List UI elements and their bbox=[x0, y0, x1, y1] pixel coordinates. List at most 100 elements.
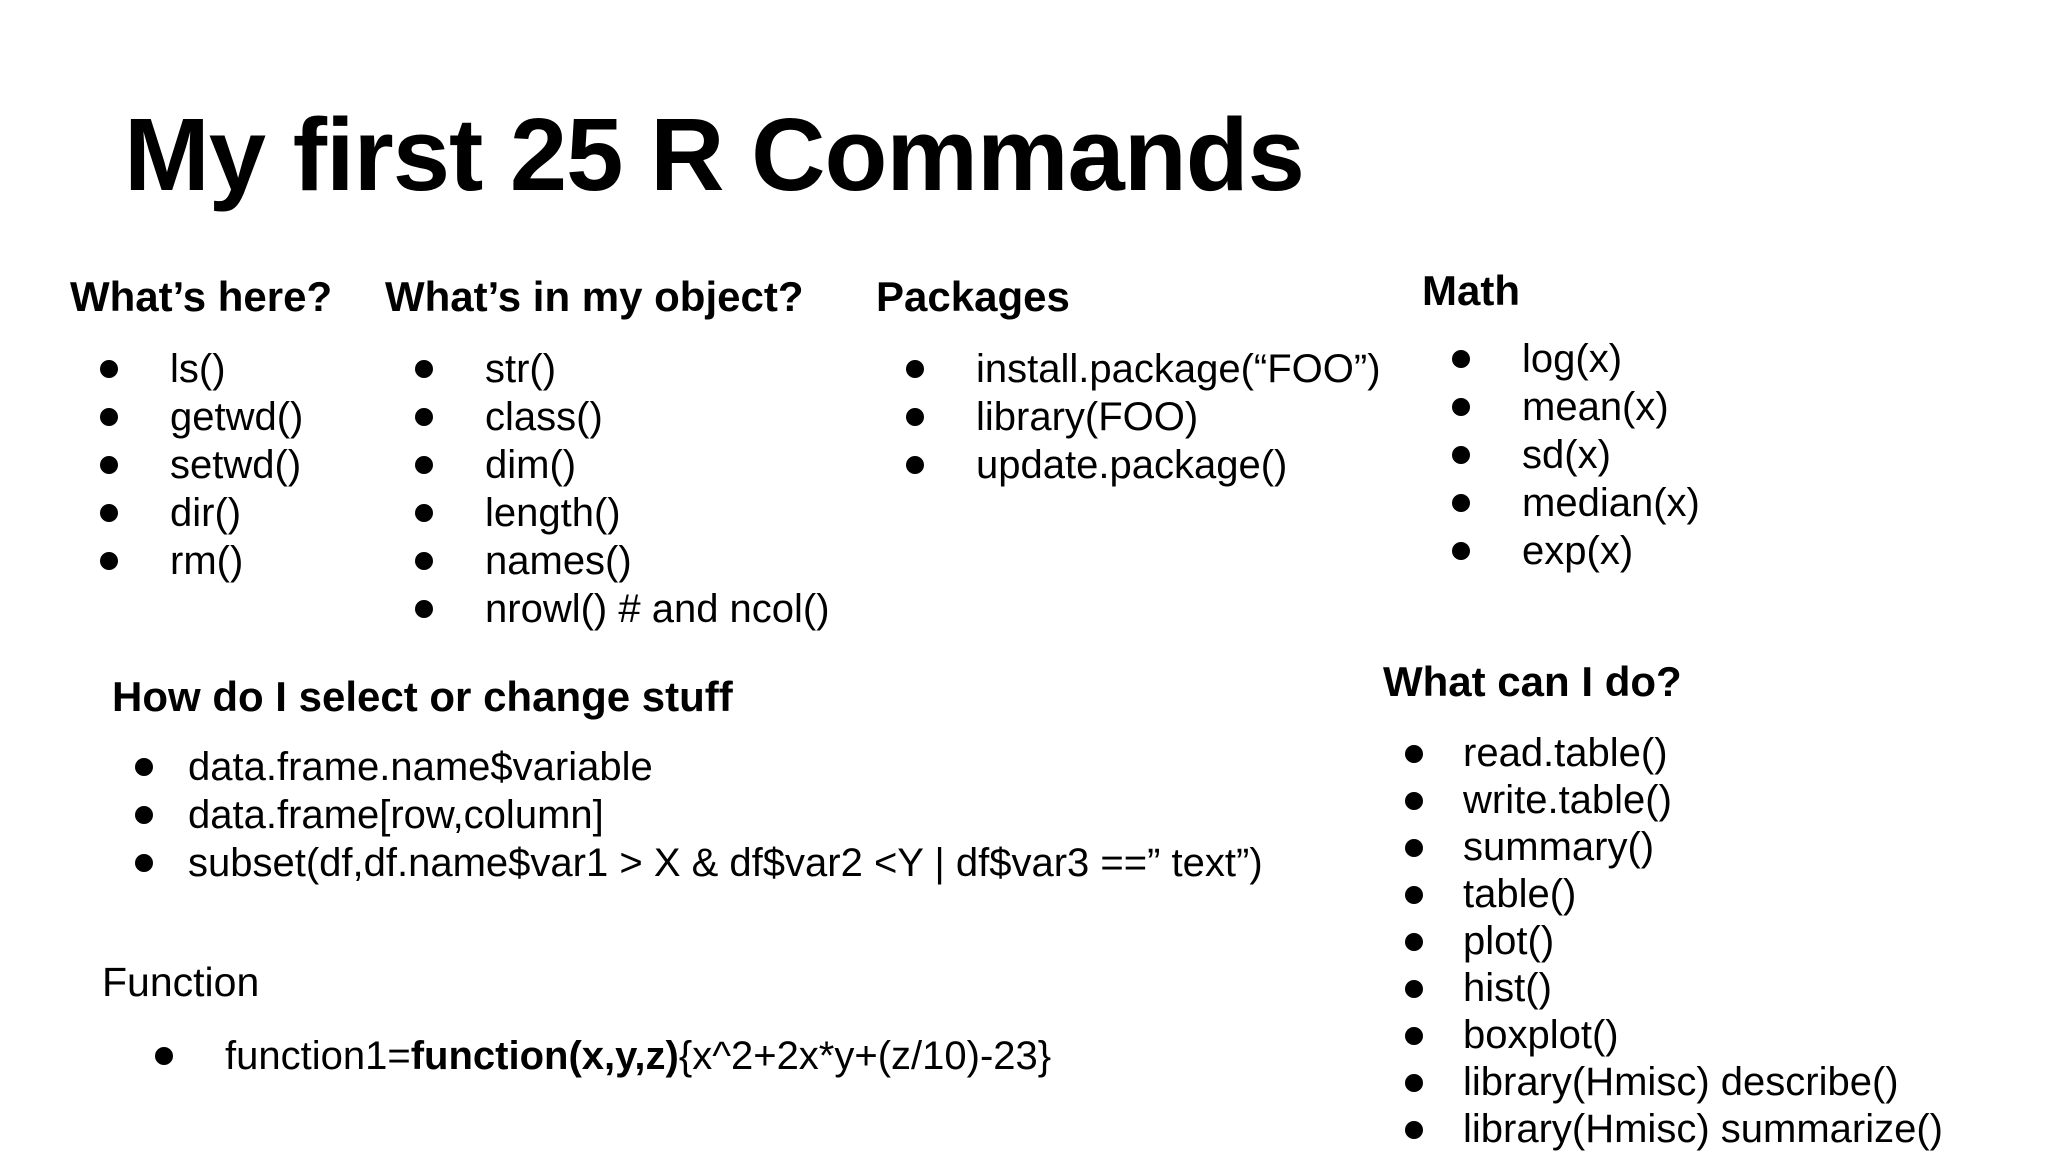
section-function: Function function1=function(x,y,z){x^2+2… bbox=[102, 960, 1051, 1080]
section-heading-math: Math bbox=[1422, 267, 1520, 314]
bullet-icon bbox=[1452, 446, 1470, 464]
list-item: update.package() bbox=[876, 441, 1381, 489]
command-list: function1=function(x,y,z){x^2+2x*y+(z/10… bbox=[102, 1032, 1051, 1080]
list-item: nrowl() # and ncol() bbox=[385, 585, 830, 633]
command-text: nrowl() # and ncol() bbox=[485, 586, 830, 631]
list-item: library(Hmisc) describe() bbox=[1383, 1059, 1943, 1106]
list-item: length() bbox=[385, 489, 830, 537]
command-text: data.frame[row,column] bbox=[188, 792, 604, 837]
bullet-icon bbox=[906, 360, 924, 378]
section-whats-here: What’s here? ls() getwd() setwd() dir() … bbox=[70, 275, 332, 585]
bullet-icon bbox=[1405, 979, 1423, 998]
command-text: getwd() bbox=[170, 394, 304, 439]
command-text: plot() bbox=[1463, 919, 1555, 963]
list-item: library(Hmisc) summarize() bbox=[1383, 1106, 1943, 1152]
command-text: summary() bbox=[1463, 825, 1655, 869]
list-item: boxplot() bbox=[1383, 1012, 1943, 1059]
command-text: boxplot() bbox=[1463, 1013, 1619, 1057]
command-text: dir() bbox=[170, 490, 242, 535]
list-item: library(FOO) bbox=[876, 393, 1381, 441]
bullet-icon bbox=[155, 1047, 173, 1065]
bullet-icon bbox=[415, 552, 433, 570]
list-item: dir() bbox=[70, 489, 332, 537]
bullet-icon bbox=[415, 600, 433, 618]
bullet-icon bbox=[1405, 838, 1423, 857]
bullet-icon bbox=[135, 806, 153, 824]
command-text: rm() bbox=[170, 538, 244, 583]
section-packages: Packages install.package(“FOO”) library(… bbox=[876, 275, 1381, 489]
bullet-icon bbox=[1405, 932, 1423, 951]
bullet-icon bbox=[1405, 744, 1423, 763]
bullet-icon bbox=[100, 504, 118, 522]
command-list: ls() getwd() setwd() dir() rm() bbox=[70, 345, 332, 585]
list-item: mean(x) bbox=[1422, 383, 1700, 431]
slide-title: My first 25 R Commands bbox=[124, 97, 1305, 212]
bullet-icon bbox=[415, 504, 433, 522]
bullet-icon bbox=[100, 552, 118, 570]
command-text: write.table() bbox=[1463, 778, 1672, 822]
section-select-or-change: How do I select or change stuff data.fra… bbox=[112, 675, 1263, 887]
section-heading-whats-in-my-object: What’s in my object? bbox=[385, 273, 804, 320]
list-item: write.table() bbox=[1383, 777, 1943, 824]
bullet-icon bbox=[1405, 1026, 1423, 1045]
command-text: class() bbox=[485, 394, 603, 439]
section-heading-function: Function bbox=[102, 959, 260, 1005]
function-item-suffix: {x^2+2x*y+(z/10)-23} bbox=[678, 1033, 1052, 1078]
list-item: install.package(“FOO”) bbox=[876, 345, 1381, 393]
command-text: dim() bbox=[485, 442, 577, 487]
command-text: function1=function(x,y,z){x^2+2x*y+(z/10… bbox=[225, 1034, 1051, 1079]
bullet-icon bbox=[1452, 350, 1470, 368]
command-list: data.frame.name$variable data.frame[row,… bbox=[112, 743, 1263, 887]
command-text: names() bbox=[485, 538, 632, 583]
list-item: plot() bbox=[1383, 918, 1943, 965]
command-list: read.table() write.table() summary() tab… bbox=[1383, 730, 1943, 1152]
section-heading-select-or-change: How do I select or change stuff bbox=[112, 673, 733, 720]
command-text: median(x) bbox=[1522, 480, 1700, 525]
command-text: length() bbox=[485, 490, 621, 535]
list-item: setwd() bbox=[70, 441, 332, 489]
list-item: data.frame.name$variable bbox=[112, 743, 1263, 791]
bullet-icon bbox=[100, 360, 118, 378]
section-what-can-i-do: What can I do? read.table() write.table(… bbox=[1383, 660, 1943, 1152]
command-text: library(FOO) bbox=[976, 394, 1199, 439]
bullet-icon bbox=[1452, 542, 1470, 560]
command-text: library(Hmisc) describe() bbox=[1463, 1060, 1899, 1104]
list-item: class() bbox=[385, 393, 830, 441]
list-item: hist() bbox=[1383, 965, 1943, 1012]
bullet-icon bbox=[1452, 494, 1470, 512]
command-text: exp(x) bbox=[1522, 528, 1634, 573]
command-list: install.package(“FOO”) library(FOO) upda… bbox=[876, 345, 1381, 489]
command-list: str() class() dim() length() names() nro… bbox=[385, 345, 830, 633]
bullet-icon bbox=[1405, 885, 1423, 904]
command-text: log(x) bbox=[1522, 336, 1623, 381]
bullet-icon bbox=[135, 758, 153, 776]
list-item: table() bbox=[1383, 871, 1943, 918]
list-item: log(x) bbox=[1422, 335, 1700, 383]
function-item-bold: function(x,y,z) bbox=[410, 1033, 679, 1078]
section-heading-whats-here: What’s here? bbox=[70, 273, 333, 320]
list-item: function1=function(x,y,z){x^2+2x*y+(z/10… bbox=[102, 1032, 1051, 1080]
bullet-icon bbox=[1452, 398, 1470, 416]
bullet-icon bbox=[415, 408, 433, 426]
section-heading-what-can-i-do: What can I do? bbox=[1383, 658, 1682, 705]
command-text: table() bbox=[1463, 872, 1577, 916]
section-math: Math log(x) mean(x) sd(x) median(x) exp(… bbox=[1422, 269, 1700, 575]
list-item: names() bbox=[385, 537, 830, 585]
command-text: read.table() bbox=[1463, 731, 1668, 775]
command-text: install.package(“FOO”) bbox=[976, 346, 1381, 391]
list-item: ls() bbox=[70, 345, 332, 393]
list-item: rm() bbox=[70, 537, 332, 585]
bullet-icon bbox=[100, 408, 118, 426]
command-list: log(x) mean(x) sd(x) median(x) exp(x) bbox=[1422, 335, 1700, 575]
function-item-prefix: function1= bbox=[225, 1033, 411, 1078]
list-item: read.table() bbox=[1383, 730, 1943, 777]
list-item: median(x) bbox=[1422, 479, 1700, 527]
bullet-icon bbox=[906, 456, 924, 474]
bullet-icon bbox=[415, 360, 433, 378]
command-text: data.frame.name$variable bbox=[188, 744, 653, 789]
bullet-icon bbox=[135, 854, 153, 872]
command-text: mean(x) bbox=[1522, 384, 1669, 429]
list-item: str() bbox=[385, 345, 830, 393]
bullet-icon bbox=[1405, 1120, 1423, 1139]
